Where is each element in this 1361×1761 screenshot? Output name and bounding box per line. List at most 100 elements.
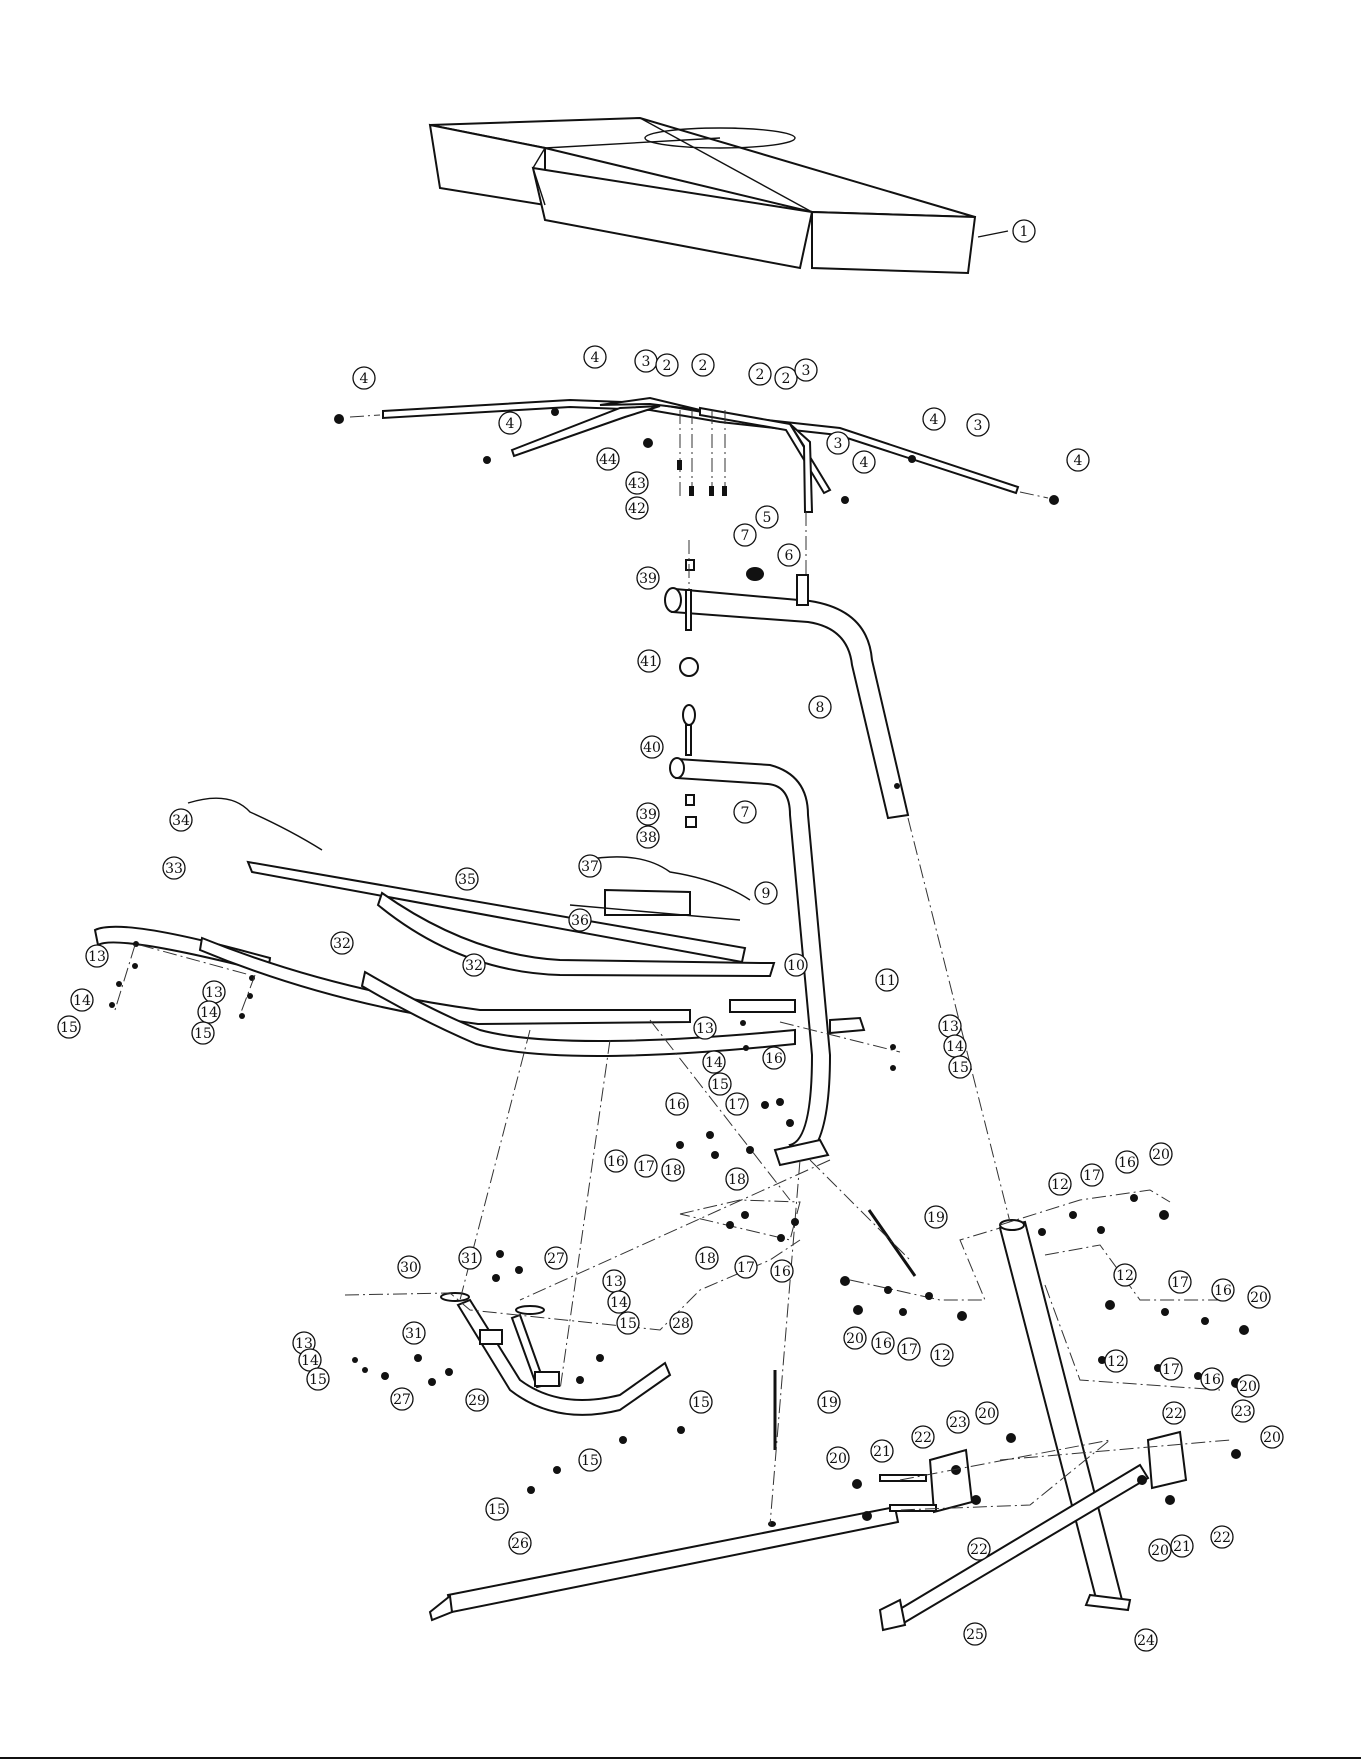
callout-label: 4 <box>360 371 369 387</box>
callout-4: 4 <box>922 407 946 431</box>
callout-label: 16 <box>773 1264 791 1280</box>
callout-15: 15 <box>578 1448 602 1472</box>
callout-16: 16 <box>762 1046 786 1070</box>
callout-label: 20 <box>1151 1543 1169 1559</box>
callout-label: 22 <box>1213 1530 1231 1546</box>
canopy-part <box>428 116 1009 275</box>
callout-43: 43 <box>625 471 649 495</box>
callout-label: 4 <box>506 416 515 432</box>
callout-22: 22 <box>911 1425 935 1449</box>
callout-12: 12 <box>930 1343 954 1367</box>
callout-label: 15 <box>488 1502 506 1518</box>
callout-label: 16 <box>1214 1283 1232 1299</box>
callout-label: 14 <box>705 1055 723 1071</box>
callout-4: 4 <box>852 450 876 474</box>
callout-label: 2 <box>756 367 765 383</box>
callout-label: 12 <box>1107 1354 1125 1370</box>
callout-15: 15 <box>485 1497 509 1521</box>
callout-label: 27 <box>393 1392 411 1408</box>
callout-12: 12 <box>1104 1349 1128 1373</box>
callout-7: 7 <box>733 523 757 547</box>
callout-label: 2 <box>663 358 672 374</box>
callout-17: 17 <box>725 1092 749 1116</box>
callout-15: 15 <box>306 1367 330 1391</box>
callout-17: 17 <box>1080 1163 1104 1187</box>
callout-label: 2 <box>699 358 708 374</box>
callout-label: 32 <box>333 936 351 952</box>
callout-2: 2 <box>748 362 772 386</box>
callout-31: 31 <box>402 1321 426 1345</box>
callout-label: 15 <box>951 1060 969 1076</box>
callout-label: 18 <box>664 1163 682 1179</box>
callout-label: 38 <box>639 830 657 846</box>
callout-label: 20 <box>1250 1290 1268 1306</box>
callout-13: 13 <box>85 944 109 968</box>
callout-23: 23 <box>946 1410 970 1434</box>
callout-2: 2 <box>774 366 798 390</box>
callout-label: 3 <box>642 354 651 370</box>
callout-label: 18 <box>728 1172 746 1188</box>
callout-24: 24 <box>1134 1628 1158 1652</box>
callout-14: 14 <box>607 1290 631 1314</box>
callout-label: 16 <box>607 1154 625 1170</box>
callout-44: 44 <box>596 447 620 471</box>
callout-11: 11 <box>875 968 899 992</box>
callout-21: 21 <box>870 1439 894 1463</box>
callout-label: 17 <box>1083 1168 1101 1184</box>
footrest-part <box>440 1292 672 1416</box>
callout-label: 4 <box>860 455 869 471</box>
leg-tubes <box>93 925 901 1057</box>
callout-label: 4 <box>1074 453 1083 469</box>
callout-29: 29 <box>465 1388 489 1412</box>
callout-label: 40 <box>643 740 661 756</box>
callout-16: 16 <box>1115 1150 1139 1174</box>
callout-36: 36 <box>568 908 592 932</box>
callout-16: 16 <box>770 1259 794 1283</box>
callout-2: 2 <box>655 353 679 377</box>
callout-18: 18 <box>695 1246 719 1270</box>
callout-3: 3 <box>826 431 850 455</box>
callout-22: 22 <box>967 1537 991 1561</box>
callout-label: 13 <box>88 949 106 965</box>
callout-5: 5 <box>755 505 779 529</box>
callout-39: 39 <box>636 802 660 826</box>
callout-label: 27 <box>547 1251 565 1267</box>
callout-23: 23 <box>1231 1399 1255 1423</box>
callout-label: 2 <box>782 371 791 387</box>
callout-15: 15 <box>57 1015 81 1039</box>
callout-15: 15 <box>689 1390 713 1414</box>
callout-16: 16 <box>1200 1367 1224 1391</box>
callout-label: 12 <box>933 1348 951 1364</box>
callout-17: 17 <box>1159 1357 1183 1381</box>
callout-label: 16 <box>1118 1155 1136 1171</box>
callout-19: 19 <box>924 1205 948 1229</box>
callout-20: 20 <box>1148 1538 1172 1562</box>
callout-35: 35 <box>455 867 479 891</box>
callout-label: 19 <box>820 1395 838 1411</box>
callout-15: 15 <box>191 1021 215 1045</box>
callout-16: 16 <box>665 1092 689 1116</box>
callout-8: 8 <box>808 695 832 719</box>
callout-label: 22 <box>914 1430 932 1446</box>
callout-15: 15 <box>948 1055 972 1079</box>
callout-label: 22 <box>970 1542 988 1558</box>
callout-26: 26 <box>508 1531 532 1555</box>
hardware-bolts <box>109 963 1249 1494</box>
callout-label: 19 <box>927 1210 945 1226</box>
callout-label: 15 <box>581 1453 599 1469</box>
callout-label: 7 <box>741 528 750 544</box>
callout-label: 10 <box>787 958 805 974</box>
callout-label: 7 <box>741 805 750 821</box>
callout-label: 17 <box>1171 1275 1189 1291</box>
callout-4: 4 <box>1066 448 1090 472</box>
callout-18: 18 <box>725 1167 749 1191</box>
callout-label: 21 <box>873 1444 891 1460</box>
callout-label: 16 <box>874 1336 892 1352</box>
callout-13: 13 <box>602 1269 626 1293</box>
callout-label: 3 <box>974 418 983 434</box>
callout-16: 16 <box>604 1149 628 1173</box>
callout-label: 34 <box>172 813 190 829</box>
callout-label: 20 <box>978 1406 996 1422</box>
callout-20: 20 <box>843 1326 867 1350</box>
callout-16: 16 <box>1211 1278 1235 1302</box>
